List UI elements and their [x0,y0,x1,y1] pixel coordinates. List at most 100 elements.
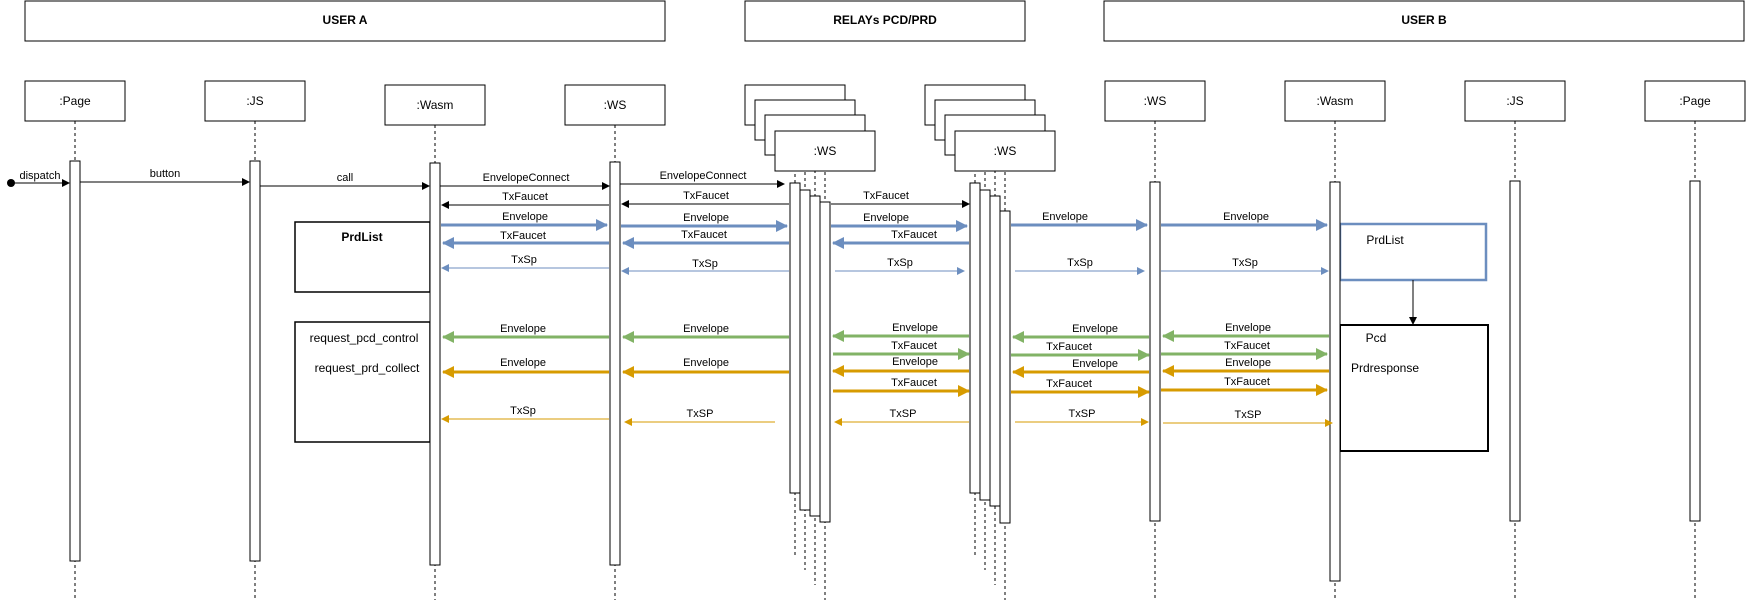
message-label: TxSp [510,405,536,417]
participant-ws-a: :WS [564,84,666,126]
message-txfaucet-a: TxFaucet [441,191,609,209]
participant-relay2-stack: :WS [924,84,1056,172]
participant-label: :JS [1506,94,1523,108]
message-label: EnvelopeConnect [483,172,570,184]
frame-title-relays: RELAYs PCD/PRD [833,13,937,27]
participant-label: :Wasm [1317,94,1354,108]
message-envelope-green-wasm-b: Envelope [1162,322,1329,342]
message-txfaucet-relay2: TxFaucet [831,190,970,208]
message-label: TxFaucet [502,191,548,203]
message-label: TxFaucet [863,190,909,202]
message-txfaucet-blue-relay2: TxFaucet [832,229,969,249]
activation-js-a [249,160,261,562]
message-label: TxSP [890,408,917,420]
message-label: Envelope [1072,358,1118,370]
message-label: Envelope [502,211,548,223]
activations [69,160,1701,582]
message-label: Envelope [892,322,938,334]
message-label: TxSp [1232,257,1258,269]
message-txsp-blue-wasm-b: TxSp [1161,257,1329,275]
message-envelope-blue-relay1: Envelope [621,212,788,232]
activation-relay2-c [989,195,1001,507]
message-label: EnvelopeConnect [660,170,747,182]
message-txfaucet-orange-ws-b: TxFaucet [1011,378,1150,398]
message-label: Envelope [1225,357,1271,369]
message-label: TxSP [1069,408,1096,420]
message-label: TxSp [887,257,913,269]
participant-label: :WS [604,98,627,112]
message-label: TxFaucet [1224,340,1270,352]
message-txfaucet-relay1: TxFaucet [621,190,789,208]
message-txsp-orange-relay2: TxSP [834,408,969,426]
message-label: Envelope [683,357,729,369]
message-envelope-orange-relay1: Envelope [622,357,789,378]
activation-page-b [1689,180,1701,522]
activation-relay1-a [789,182,801,494]
message-txfaucet-green-relay2: TxFaucet [833,340,970,360]
message-label: dispatch [20,170,61,182]
message-label: TxSp [692,258,718,270]
message-txsp-blue-relay2: TxSp [835,257,965,275]
message-txsp-blue-ws-b: TxSp [1015,257,1145,275]
note-prdlist-b: PrdList [1338,222,1488,282]
participant-label: :WS [814,144,837,158]
participant-ws-b: :WS [1104,80,1206,122]
activation-page-a [69,160,81,562]
note-text: PrdList [341,230,382,244]
activation-relay1-b [799,189,811,511]
message-label: TxFaucet [1224,376,1270,388]
message-envelope-orange-relay2: Envelope [832,356,969,377]
activation-relay2-b [979,189,991,501]
message-label: button [150,168,181,180]
message-envelope-blue-relay2: Envelope [831,212,968,232]
message-label: Envelope [1225,322,1271,334]
note-requests-a: request_pcd_control request_prd_collect [294,321,431,443]
message-label: Envelope [500,323,546,335]
participant-js-b: :JS [1464,80,1566,122]
message-envelope-green-relay1: Envelope [622,323,789,343]
message-txfaucet-blue-a: TxFaucet [442,230,609,249]
message-label: TxFaucet [891,377,937,389]
message-label: TxSP [687,408,714,420]
activation-wasm-b [1329,181,1341,582]
participant-page-a: :Page [24,80,126,122]
message-envelope-green-relay2: Envelope [832,322,969,342]
note-prdlist-a: PrdList [294,221,431,293]
message-label: TxFaucet [1046,341,1092,353]
message-button: button [80,168,250,186]
frame-title-user-b: USER B [1401,13,1447,27]
message-envelope-blue-a: Envelope [441,211,608,231]
activation-wasm-a [429,162,441,566]
note-text: Pcd [1366,331,1387,345]
message-call: call [260,172,430,190]
message-envelope-connect-a: EnvelopeConnect [440,172,610,190]
participant-relay1-stack: :WS [744,84,876,172]
activation-js-b [1509,180,1521,522]
message-envelope-orange-wasm-b: Envelope [1162,357,1329,377]
participant-wasm-b: :Wasm [1284,80,1386,122]
message-txsp-blue-relay1: TxSp [621,258,789,275]
frame-user-a: USER A [24,0,666,42]
message-label: TxFaucet [500,230,546,242]
participant-page-b: :Page [1644,80,1746,122]
frame-title-user-a: USER A [323,13,368,27]
message-txsp-orange-ws-b: TxSP [1015,408,1149,426]
message-envelope-orange-a: Envelope [442,357,609,378]
message-envelope-green-a: Envelope [442,323,609,343]
participant-label: :Page [1679,94,1711,108]
message-label: TxFaucet [891,229,937,241]
message-envelope-blue-wasm-b: Envelope [1161,211,1328,231]
messages-orange: Envelope Envelope Envelope Envelope Enve… [441,356,1333,427]
message-label: TxFaucet [1046,378,1092,390]
activation-relay1-c [809,195,821,517]
activation-relay1-d [819,201,831,523]
frame-relays: RELAYs PCD/PRD [744,0,1026,42]
message-txsp-orange-a: TxSp [441,405,609,423]
note-text: request_prd_collect [315,361,420,375]
messages-blue: Envelope Envelope Envelope Envelope Enve… [441,211,1329,275]
message-txsp-orange-relay1: TxSP [624,408,775,426]
message-label: Envelope [1072,323,1118,335]
message-envelope-orange-ws-b: Envelope [1012,358,1149,378]
message-txfaucet-orange-wasm-b: TxFaucet [1161,376,1328,396]
